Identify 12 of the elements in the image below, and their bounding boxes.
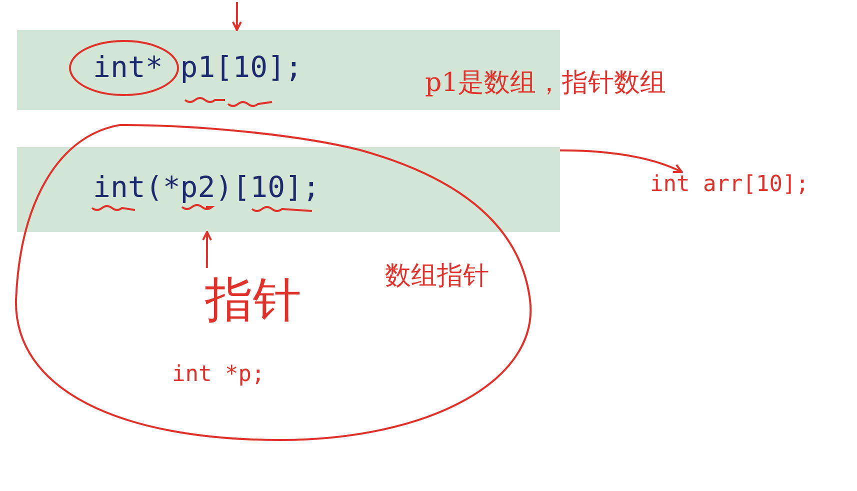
code-band bbox=[17, 30, 560, 110]
annotation-text: p1是数组，指针数组 bbox=[425, 65, 666, 100]
annotation-text: int arr[10]; bbox=[650, 172, 809, 197]
annotation-text: 数组指针 bbox=[385, 260, 489, 293]
handwritten-text: 指针 bbox=[205, 268, 301, 332]
arrow bbox=[560, 149, 683, 174]
arrow bbox=[202, 231, 212, 268]
code-band bbox=[17, 147, 560, 232]
code-text: int* p1[10]; bbox=[93, 50, 303, 84]
code-text: int(*p2)[10]; bbox=[93, 170, 320, 204]
arrow bbox=[232, 2, 242, 31]
annotation-text: int *p; bbox=[172, 362, 265, 387]
